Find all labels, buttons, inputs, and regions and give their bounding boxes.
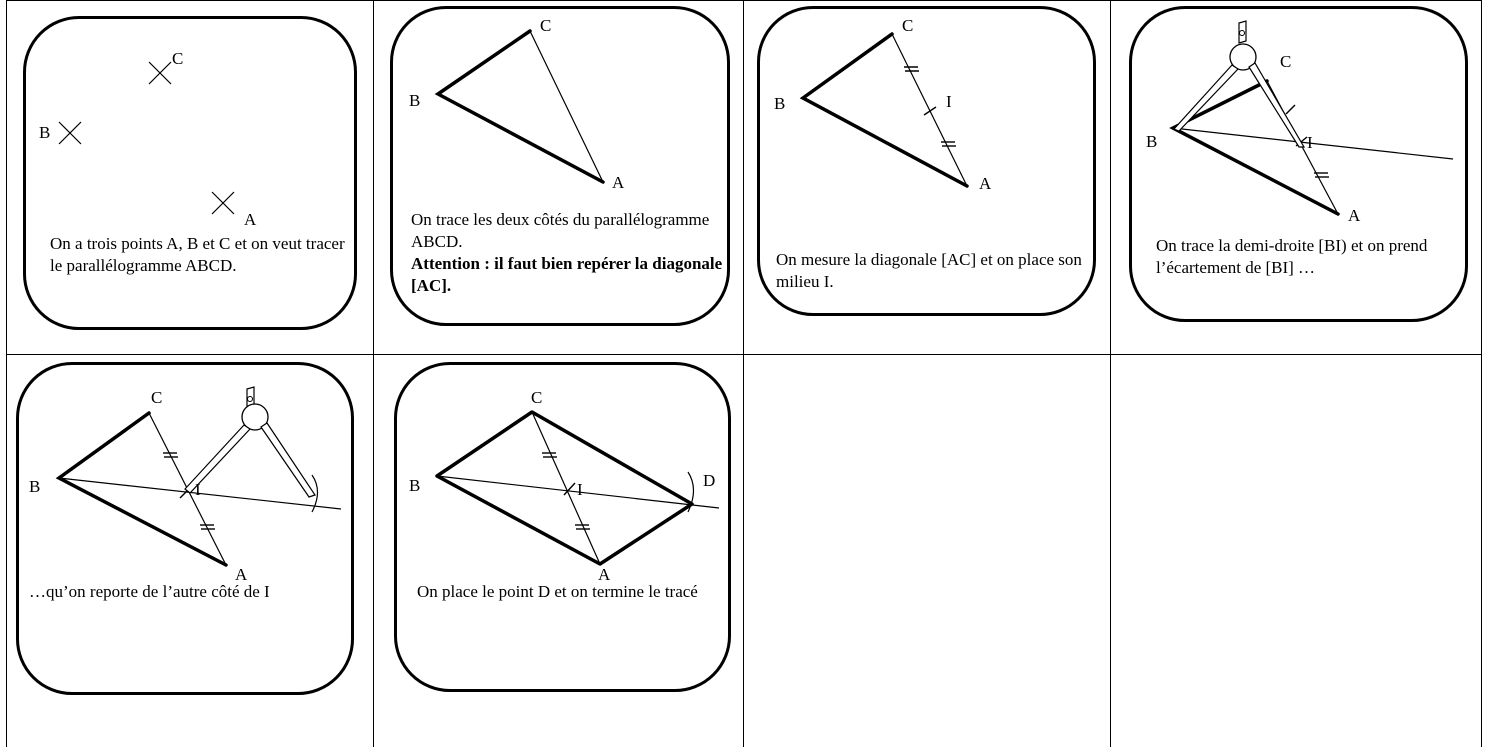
- step-1-caption: On a trois points A, B et C et on veut t…: [50, 234, 345, 275]
- step-5-card: C B I A …qu’on reporte de l’autre côté d…: [16, 362, 354, 695]
- point-label-b: B: [409, 476, 420, 495]
- step-6-card: C B I D A On place le point D et on term…: [394, 362, 731, 692]
- compass-icon: [1172, 20, 1306, 148]
- step-2-figure: C B A: [409, 16, 625, 192]
- point-label-i: I: [946, 92, 952, 111]
- point-label-a: A: [235, 565, 248, 584]
- point-label-b: B: [774, 94, 785, 113]
- point-label-c: C: [172, 49, 183, 68]
- point-label-c: C: [151, 388, 162, 407]
- step-2-card: C B A On trace les deux côtés du parallé…: [390, 6, 730, 326]
- step-5-figure: C B I A: [29, 386, 342, 584]
- point-label-i: I: [1307, 133, 1313, 152]
- step-5-caption: …qu’on reporte de l’autre côté de I: [29, 582, 270, 601]
- point-label-b: B: [1146, 132, 1157, 151]
- step-1-figure: C B A: [39, 49, 257, 229]
- point-label-d: D: [703, 471, 715, 490]
- point-label-i: I: [195, 480, 201, 499]
- point-label-a: A: [979, 174, 992, 193]
- point-label-b: B: [29, 477, 40, 496]
- step-3-figure: C B I A: [774, 16, 992, 193]
- point-label-c: C: [540, 16, 551, 35]
- point-label-a: A: [612, 173, 625, 192]
- step-6-figure: C B I D A: [409, 388, 720, 584]
- step-3-card: C B I A On mesure la diagonale [AC] et o…: [757, 6, 1096, 316]
- point-label-a: A: [244, 210, 257, 229]
- step-4-card: C B I A On trace la demi-droite [BI) et …: [1129, 6, 1468, 322]
- step-2-warning: Attention : il faut bien repérer la diag…: [411, 254, 723, 295]
- point-label-b: B: [39, 123, 50, 142]
- step-6-caption: On place le point D et on termine le tra…: [417, 582, 698, 601]
- step-4-caption: On trace la demi-droite [BI) et on prend…: [1156, 236, 1428, 277]
- step-2-caption: On trace les deux côtés du parallélogram…: [411, 210, 723, 295]
- step-4-figure: C B I A: [1146, 20, 1454, 225]
- point-label-c: C: [902, 16, 913, 35]
- compass-icon: [184, 386, 316, 498]
- point-label-c: C: [531, 388, 542, 407]
- step-1-card: C B A On a trois points A, B et C et on …: [23, 16, 357, 330]
- point-label-a: A: [1348, 206, 1361, 225]
- step-3-caption: On mesure la diagonale [AC] et on place …: [776, 250, 1082, 291]
- point-label-a: A: [598, 565, 611, 584]
- point-label-b: B: [409, 91, 420, 110]
- point-label-c: C: [1280, 52, 1291, 71]
- point-label-i: I: [577, 480, 583, 499]
